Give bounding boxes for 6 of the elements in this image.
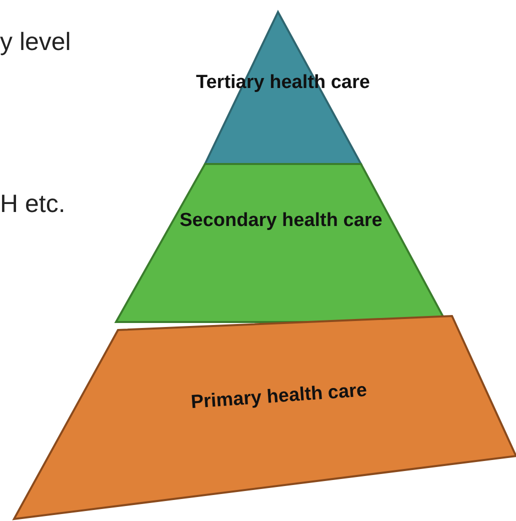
pyramid-tier [14, 316, 516, 519]
tier-label: Secondary health care [178, 210, 384, 233]
pyramid-tier [116, 164, 446, 322]
tier-label: Primary health care [189, 378, 369, 416]
side-note: H etc. [0, 190, 66, 219]
side-note: y level [0, 28, 71, 57]
